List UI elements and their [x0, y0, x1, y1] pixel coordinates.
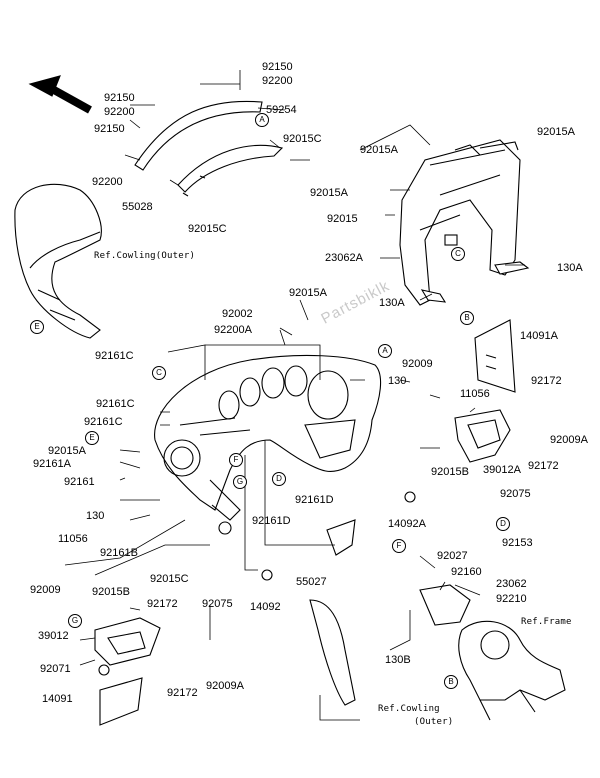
part-label: 92150: [262, 61, 293, 73]
front-direction-arrow-icon: [28, 75, 92, 114]
reference-label-cowling-outer: Ref.Cowling(Outer): [94, 251, 196, 261]
part-label: 92172: [528, 460, 559, 472]
side-panel-left: [94, 617, 161, 726]
callout-d: D: [272, 472, 286, 486]
part-label: 92015B: [92, 586, 130, 598]
part-label: 92161A: [33, 458, 71, 470]
callout-f: F: [229, 453, 243, 467]
callout-e: E: [85, 431, 99, 445]
part-label: 14092A: [388, 518, 426, 530]
callout-g: G: [68, 614, 82, 628]
part-label: 130: [388, 375, 407, 387]
part-label: 92161C: [95, 350, 134, 362]
part-label: 92161: [64, 476, 95, 488]
part-label: 92015C: [150, 573, 189, 585]
part-label: 92071: [40, 663, 71, 675]
part-label: 92015C: [283, 133, 322, 145]
part-label: 92015A: [289, 287, 327, 299]
part-label: 92200A: [214, 324, 252, 336]
part-label: 92027: [437, 550, 468, 562]
windshield-part: [14, 183, 102, 339]
part-label: 11056: [460, 388, 490, 400]
part-label: 92015C: [188, 223, 227, 235]
part-label: 92172: [167, 687, 198, 699]
reference-label-cowling-outer: Ref.Cowling: [378, 704, 440, 714]
callout-e: E: [30, 320, 44, 334]
callout-g: G: [233, 475, 247, 489]
part-label: 23062: [496, 578, 527, 590]
callout-c: C: [451, 247, 465, 261]
part-label: 92153: [502, 537, 533, 549]
reference-label-frame: Ref.Frame: [521, 617, 572, 627]
windshield-trim-part: [134, 100, 284, 197]
part-label: 130A: [379, 297, 405, 309]
part-label: 92009A: [206, 680, 244, 692]
part-label: 92200: [104, 106, 135, 118]
part-label: 92009: [402, 358, 433, 370]
part-label: 23062A: [325, 252, 363, 264]
part-label: 39012A: [483, 464, 521, 476]
part-label: 92015A: [48, 445, 86, 457]
inner-fairing-part: [154, 354, 382, 535]
part-label: 59254: [266, 104, 297, 116]
part-label: 92161C: [84, 416, 123, 428]
part-label: 14092: [250, 601, 281, 613]
part-label: 55027: [296, 576, 327, 588]
air-duct-part: [309, 519, 356, 706]
part-label: 130B: [385, 654, 411, 666]
part-label: 92075: [500, 488, 531, 500]
fairing-bracket-assembly: [399, 139, 530, 306]
part-label: 92015: [327, 213, 358, 225]
callout-f: F: [392, 539, 406, 553]
part-label: 92009A: [550, 434, 588, 446]
part-label: 92015B: [431, 466, 469, 478]
part-label: 92161B: [100, 547, 138, 559]
callout-d: D: [496, 517, 510, 531]
callout-b: B: [444, 675, 458, 689]
part-label: 14091A: [520, 330, 558, 342]
part-label: 39012: [38, 630, 69, 642]
callout-b: B: [460, 311, 474, 325]
part-label: 92172: [147, 598, 178, 610]
part-label: 92200: [92, 176, 123, 188]
part-label: 92015A: [360, 144, 398, 156]
part-label: 92161C: [96, 398, 135, 410]
callout-c: C: [152, 366, 166, 380]
part-label: 11056: [58, 533, 88, 545]
part-label: 92075: [202, 598, 233, 610]
part-label: 55028: [122, 201, 153, 213]
fairing-stay-assembly: [419, 584, 566, 721]
callout-a: A: [255, 113, 269, 127]
callout-a: A: [378, 344, 392, 358]
part-label: 92200: [262, 75, 293, 87]
part-label: 92161D: [295, 494, 334, 506]
part-label: 14091: [42, 693, 73, 705]
part-label: 92160: [451, 566, 482, 578]
side-panel-right: [454, 319, 516, 463]
grommet-14092: [261, 569, 273, 581]
part-label: 92009: [30, 584, 61, 596]
part-label: 92150: [104, 92, 135, 104]
part-label: 92210: [496, 593, 527, 605]
part-label: 130: [86, 510, 105, 522]
part-label: 92015A: [537, 126, 575, 138]
part-label: 92002: [222, 308, 253, 320]
reference-label-cowling-outer: (Outer): [414, 717, 454, 727]
grommet-14092a: [404, 491, 416, 503]
part-label: 130A: [557, 262, 583, 274]
part-label: 92172: [531, 375, 562, 387]
part-label: 92150: [94, 123, 125, 135]
part-label: 92161D: [252, 515, 291, 527]
part-label: 92015A: [310, 187, 348, 199]
